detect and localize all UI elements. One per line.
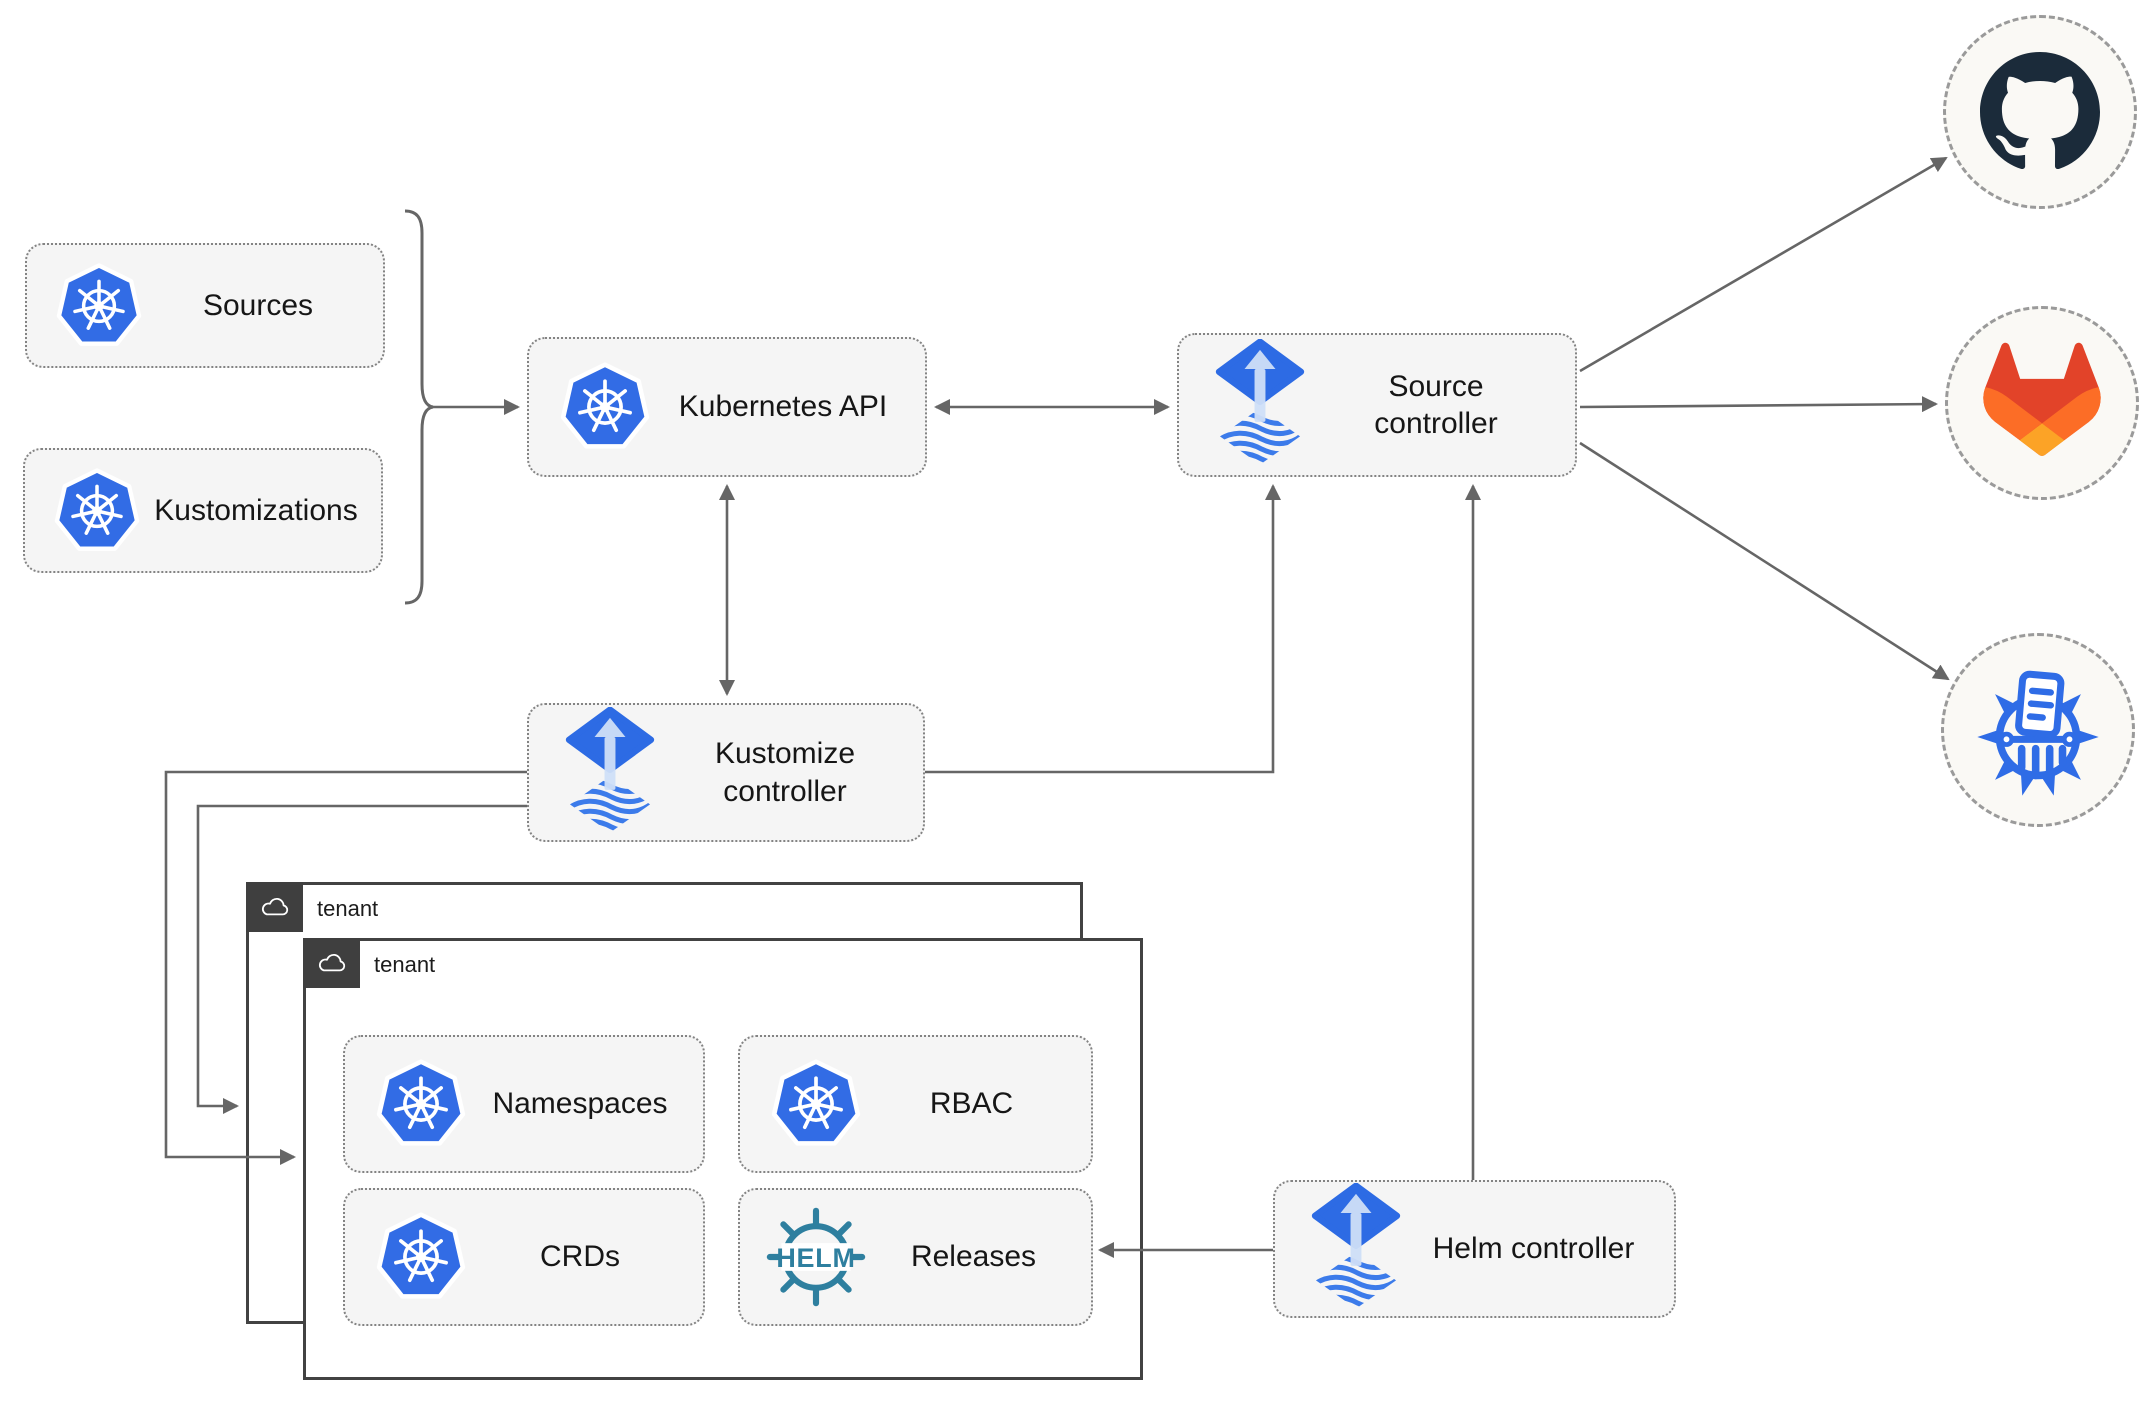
- node-crds: CRDs: [343, 1188, 705, 1326]
- node-helm-controller: Helm controller: [1273, 1180, 1676, 1318]
- tenant-tab: [303, 938, 360, 988]
- kubernetes-icon: [375, 1058, 467, 1150]
- gitlab-repo-circle: [1945, 306, 2139, 500]
- edge-sourcectrl-gitlab: [1579, 396, 1939, 413]
- kubernetes-policy-icon: [1968, 660, 2108, 800]
- policy-repo-circle: [1941, 633, 2135, 827]
- crds-label: CRDs: [540, 1240, 620, 1274]
- node-namespaces: Namespaces: [343, 1035, 705, 1173]
- kubernetes-icon: [375, 1211, 467, 1303]
- edge-sourcectrl-github: [1579, 156, 1948, 373]
- flux-icon: [563, 707, 657, 839]
- kubernetes-api-label: Kubernetes API: [678, 390, 888, 424]
- node-sources: Sources: [25, 243, 385, 368]
- node-kustomizations: Kustomizations: [23, 448, 383, 573]
- group-brace: [404, 209, 434, 605]
- edge-sourcectrl-policy: [1579, 441, 1950, 681]
- node-rbac: RBAC: [738, 1035, 1093, 1173]
- github-repo-circle: [1943, 15, 2137, 209]
- kubernetes-icon: [55, 262, 143, 350]
- helm-logo-icon: [766, 1207, 866, 1307]
- tenant-label: tenant: [374, 952, 436, 977]
- github-icon: [1980, 52, 2100, 172]
- node-source-controller: Source controller: [1177, 333, 1577, 477]
- tenant-box-front: tenant Namespaces RBAC CRDs Releases: [303, 938, 1143, 1380]
- kustomizations-label: Kustomizations: [154, 493, 358, 527]
- helm-controller-label: Helm controller: [1432, 1232, 1635, 1266]
- gitlab-icon: [1972, 337, 2112, 469]
- kubernetes-icon: [53, 467, 141, 555]
- namespaces-label: Namespaces: [492, 1087, 668, 1121]
- sources-label: Sources: [202, 288, 314, 322]
- kubernetes-icon: [770, 1058, 862, 1150]
- edge-kustomizectrl-sourcectrl: [925, 483, 1282, 774]
- cloud-icon: [257, 894, 293, 920]
- tenant-tab: [246, 882, 303, 932]
- kustomize-controller-label: Kustomize controller: [714, 737, 856, 808]
- cloud-icon: [314, 950, 350, 976]
- flux-icon: [1213, 339, 1307, 471]
- tenant-label: tenant: [317, 896, 379, 921]
- kubernetes-icon: [559, 361, 651, 453]
- node-kubernetes-api: Kubernetes API: [527, 337, 927, 477]
- node-releases: Releases: [738, 1188, 1093, 1326]
- releases-label: Releases: [910, 1240, 1037, 1274]
- source-controller-label: Source controller: [1374, 369, 1498, 441]
- node-kustomize-controller: Kustomize controller: [527, 703, 925, 842]
- flux-icon: [1309, 1183, 1403, 1315]
- rbac-label: RBAC: [929, 1087, 1014, 1121]
